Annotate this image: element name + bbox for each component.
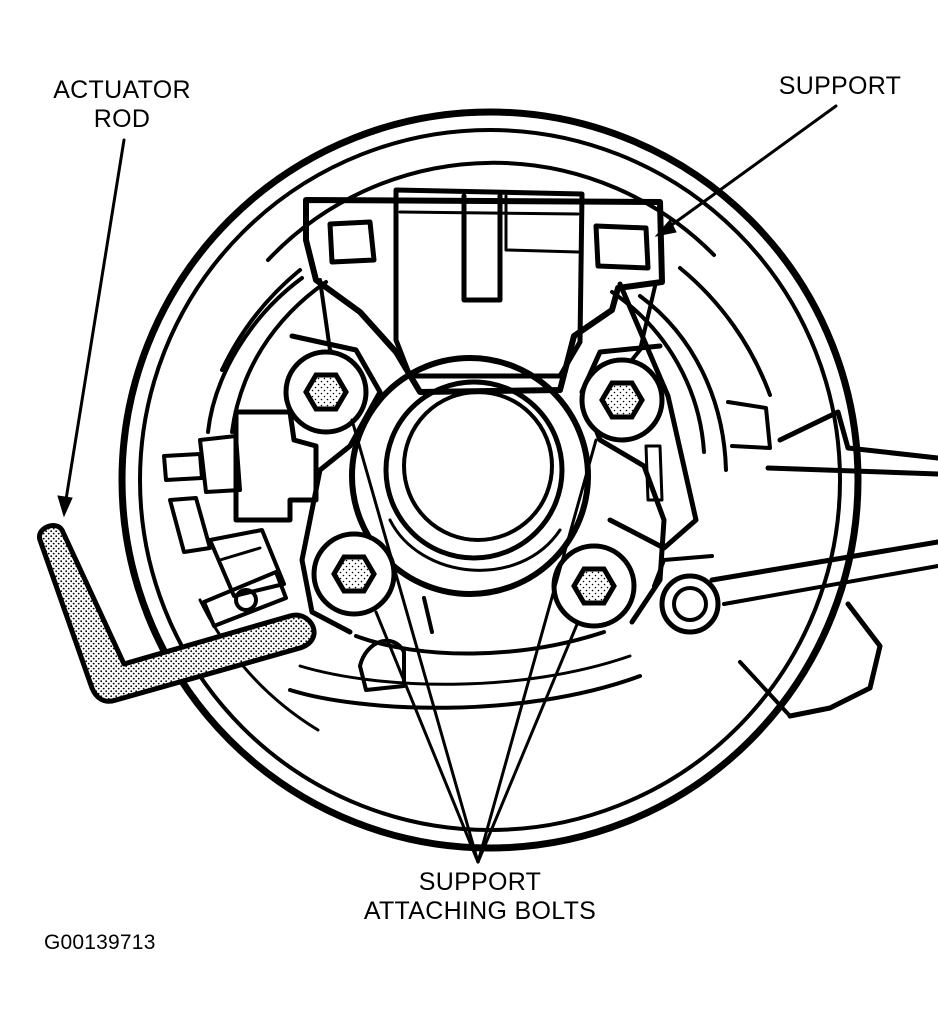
bolt-lower-left bbox=[311, 531, 397, 617]
bolts-label-line1: SUPPORT bbox=[418, 868, 542, 896]
axle-housing bbox=[709, 409, 938, 719]
adjuster-assembly bbox=[162, 409, 319, 628]
support-leader bbox=[654, 104, 838, 237]
support-attaching-bolts bbox=[283, 349, 665, 629]
bolt-upper-right bbox=[579, 357, 665, 443]
actuator-rod bbox=[37, 523, 317, 704]
actuator-rod-leader bbox=[57, 138, 126, 518]
support-label: SUPPORT bbox=[770, 72, 910, 101]
bolt-lower-right bbox=[551, 543, 637, 629]
bolts-leader bbox=[350, 418, 598, 864]
figure-id: G00139713 bbox=[44, 931, 156, 954]
right-linkage bbox=[607, 281, 772, 635]
actuator-rod-label-line2: ROD bbox=[93, 105, 151, 133]
hub-bore bbox=[349, 355, 591, 597]
bolt-upper-left bbox=[283, 349, 369, 435]
actuator-rod-label-line1: ACTUATOR bbox=[53, 76, 191, 104]
anchor-block bbox=[358, 596, 434, 692]
backing-plate bbox=[118, 108, 862, 852]
actuator-rod-label: ACTUATOR ROD bbox=[40, 76, 204, 134]
support-attaching-bolts-label: SUPPORT ATTACHING BOLTS bbox=[330, 868, 630, 926]
bolts-label-line2: ATTACHING BOLTS bbox=[363, 897, 597, 925]
support-label-text: SUPPORT bbox=[778, 72, 902, 100]
